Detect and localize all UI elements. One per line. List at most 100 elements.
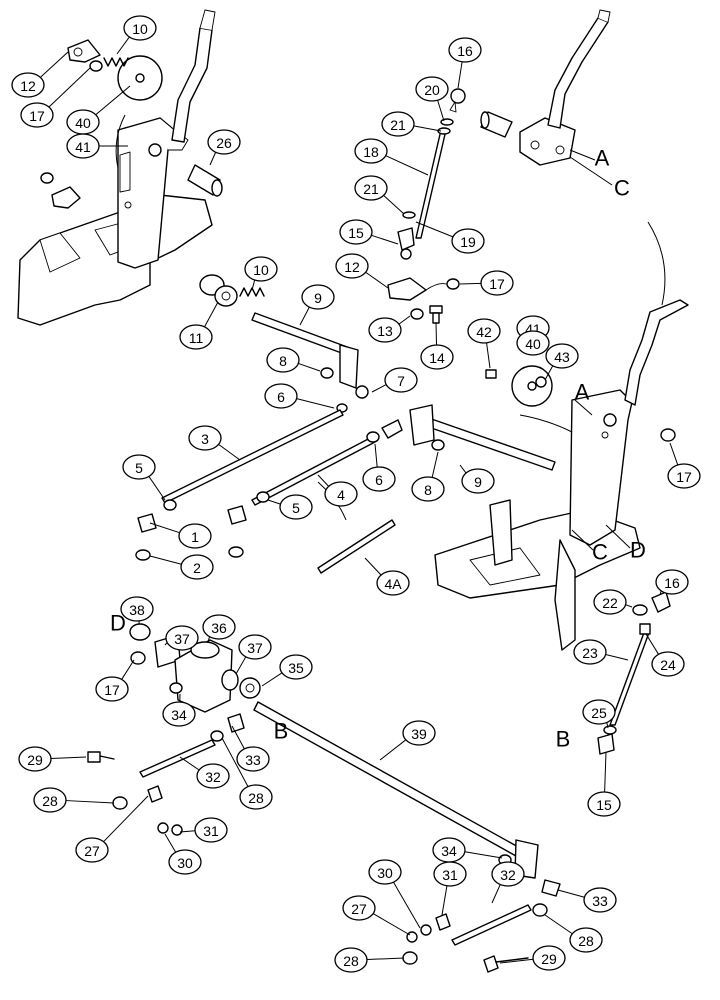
callout-number: 34	[441, 843, 457, 859]
callout-number: 34	[171, 707, 187, 723]
callout-11: 11	[179, 324, 213, 350]
callout-bubble	[301, 284, 335, 310]
callout-7: 7	[384, 367, 418, 393]
callout-bubble	[120, 596, 154, 622]
callout-leader-29	[499, 958, 534, 964]
callout-leader-35	[261, 672, 283, 687]
callout-number: 35	[288, 660, 304, 676]
callout-bubble	[467, 318, 501, 344]
callout-bubble	[651, 651, 685, 677]
callout-number: 25	[591, 705, 607, 721]
callout-number: 2	[193, 560, 201, 576]
callout-number: 6	[375, 472, 383, 488]
callout-40: 40	[516, 330, 550, 356]
callout-number: 3	[201, 431, 209, 447]
callout-number: 40	[525, 336, 541, 352]
part-32-left-rod	[139, 739, 216, 778]
callout-bubble	[569, 927, 603, 953]
part-28-lower-right-nut	[402, 951, 418, 965]
callout-number: 27	[84, 843, 100, 859]
callout-number: 24	[660, 657, 676, 673]
upper-left-shift-lever	[171, 9, 216, 143]
part-22-washer	[632, 604, 648, 616]
callout-bubble	[582, 699, 616, 725]
callout-bubble	[188, 425, 222, 451]
callout-34: 34	[162, 701, 196, 727]
callout-leader-23	[605, 653, 629, 661]
letter-leader	[569, 156, 613, 186]
callout-leader-17	[669, 442, 679, 466]
callout-36: 36	[202, 614, 236, 640]
callout-leader-36	[207, 636, 211, 643]
callout-number: 9	[314, 290, 322, 306]
part-18-upper-rod	[415, 129, 447, 239]
part-33-right-ball-joint	[541, 879, 561, 897]
callout-28: 28	[569, 927, 603, 953]
callout-bubble	[368, 859, 402, 885]
callout-28: 28	[239, 784, 273, 810]
callout-bubble	[95, 676, 129, 702]
part-24-nut	[639, 623, 651, 635]
part-39-long-shaft	[253, 701, 539, 879]
callout-number: 14	[429, 350, 445, 366]
callout-33: 33	[236, 746, 270, 772]
callout-leader-40	[95, 85, 131, 116]
callout-bubble	[354, 175, 388, 201]
callout-bubble	[433, 861, 467, 887]
callout-bubble	[239, 784, 273, 810]
callout-5: 5	[279, 494, 313, 520]
callout-bubble	[376, 570, 410, 596]
callout-leader-39	[379, 739, 407, 761]
callout-43: 43	[545, 343, 579, 369]
callout-number: 28	[578, 933, 594, 949]
callout-bubble	[66, 133, 100, 159]
part-8-lower-nut	[431, 439, 445, 451]
callout-bubble	[178, 523, 212, 549]
callout-bubble	[264, 383, 298, 409]
callout-bubble	[516, 330, 550, 356]
callout-31: 31	[433, 861, 467, 887]
part-28-left-nut	[112, 796, 128, 810]
part-10-upper-left-spring	[103, 57, 129, 67]
reference-letter-D: D	[110, 611, 126, 636]
callout-25: 25	[582, 699, 616, 725]
callout-leader-16	[659, 590, 662, 596]
right-shift-lever	[624, 299, 689, 406]
part-38-bushing	[129, 623, 151, 641]
callout-leader-14	[435, 322, 438, 346]
callout-leader-8	[431, 451, 439, 478]
callout-bubble	[20, 102, 54, 128]
callout-number: 39	[411, 726, 427, 742]
part-23-rod	[609, 629, 651, 726]
callout-bubble	[655, 569, 689, 595]
callout-leader-9	[299, 306, 310, 326]
callout-leader-27	[103, 795, 149, 843]
part-7-ball-joint	[381, 419, 403, 439]
callout-17: 17	[95, 676, 129, 702]
callout-bubble	[324, 481, 358, 507]
callout-leader-29	[50, 756, 87, 760]
callout-1: 1	[178, 523, 212, 549]
part-26-upper-left-bushing	[187, 164, 223, 197]
part-2-nuts	[135, 546, 244, 561]
part-36-housing	[174, 639, 233, 713]
callout-bubble	[122, 454, 156, 480]
callout-bubble	[583, 887, 617, 913]
callout-number: 22	[602, 595, 618, 611]
callout-number: 15	[348, 225, 364, 241]
callout-21: 21	[354, 175, 388, 201]
callout-23: 23	[573, 639, 607, 665]
callout-leader-17	[121, 659, 135, 680]
part-33-28-left-ball-joint	[210, 713, 245, 742]
callout-leader-31	[179, 830, 196, 833]
callout-2: 2	[180, 554, 214, 580]
callout-38: 38	[120, 596, 154, 622]
callout-16: 16	[448, 37, 482, 63]
callout-27: 27	[342, 895, 376, 921]
callout-number: 5	[135, 460, 143, 476]
callout-number: 37	[174, 631, 190, 647]
reference-letter-B: B	[556, 727, 571, 752]
part-13-nut	[410, 308, 424, 320]
callout-leader-7	[371, 384, 387, 393]
